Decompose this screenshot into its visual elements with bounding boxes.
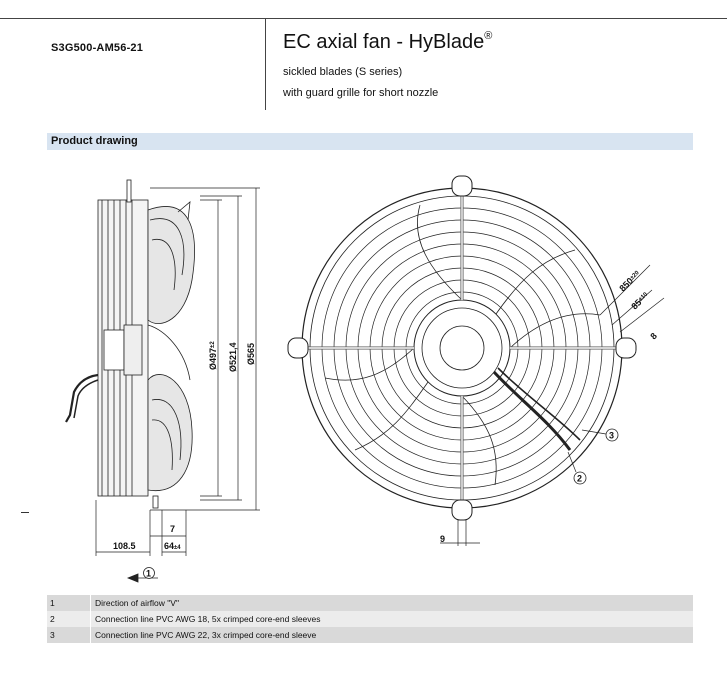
side-dimension-labels: Ø497±2 Ø521,4 Ø565 108.5 7 64±4 [113, 341, 256, 551]
product-drawing: Ø497±2 Ø521,4 Ø565 108.5 7 64±4 1 [65, 175, 665, 583]
dim-lip: 7 [170, 524, 175, 534]
dim-8: 8 [648, 331, 659, 342]
legend-text: Connection line PVC AWG 18, 5x crimped c… [95, 614, 321, 624]
dim-offset: 64±4 [164, 541, 181, 551]
model-number: S3G500-AM56-21 [51, 42, 144, 54]
product-subtitle-1: sickled blades (S series) [283, 66, 403, 78]
product-title-text: EC axial fan - HyBlade [283, 31, 485, 53]
header-divider [265, 18, 266, 110]
legend-text: Direction of airflow "V" [95, 598, 179, 608]
product-title: EC axial fan - HyBlade® [283, 30, 492, 54]
callout-1: 1 [143, 567, 155, 579]
legend-row: 2 Connection line PVC AWG 18, 5x crimped… [47, 611, 693, 627]
section-title: Product drawing [51, 135, 138, 147]
svg-text:3: 3 [609, 431, 614, 441]
front-view [287, 175, 637, 521]
airflow-arrow [126, 573, 158, 583]
legend-num: 3 [47, 627, 91, 643]
registered-mark: ® [484, 30, 493, 42]
legend-table: 1 Direction of airflow "V" 2 Connection … [47, 595, 693, 643]
legend-num: 2 [47, 611, 91, 627]
front-dimensions [440, 264, 665, 546]
margin-mark [21, 512, 29, 513]
svg-text:1: 1 [146, 569, 151, 579]
legend-num: 1 [47, 595, 91, 611]
dim-d521: Ø521,4 [228, 342, 238, 372]
callout-3: 3 [581, 428, 619, 442]
dim-850: 850±20 [617, 268, 642, 293]
legend-text: Connection line PVC AWG 22, 3x crimped c… [95, 630, 317, 640]
dim-depth: 108.5 [113, 541, 136, 551]
side-view [65, 179, 195, 509]
legend-row: 3 Connection line PVC AWG 22, 3x crimped… [47, 627, 693, 643]
dim-9: 9 [440, 534, 445, 544]
svg-text:2: 2 [577, 474, 582, 484]
legend-row: 1 Direction of airflow "V" [47, 595, 693, 611]
dim-d497: Ø497±2 [208, 341, 218, 370]
product-subtitle-2: with guard grille for short nozzle [283, 87, 439, 99]
side-dimensions [95, 187, 260, 556]
dim-d565: Ø565 [246, 343, 256, 365]
section-header: Product drawing [47, 133, 693, 150]
dim-85: 85±10 [629, 290, 651, 312]
callout-2: 2 [567, 451, 587, 485]
header-top-rule [0, 18, 727, 19]
